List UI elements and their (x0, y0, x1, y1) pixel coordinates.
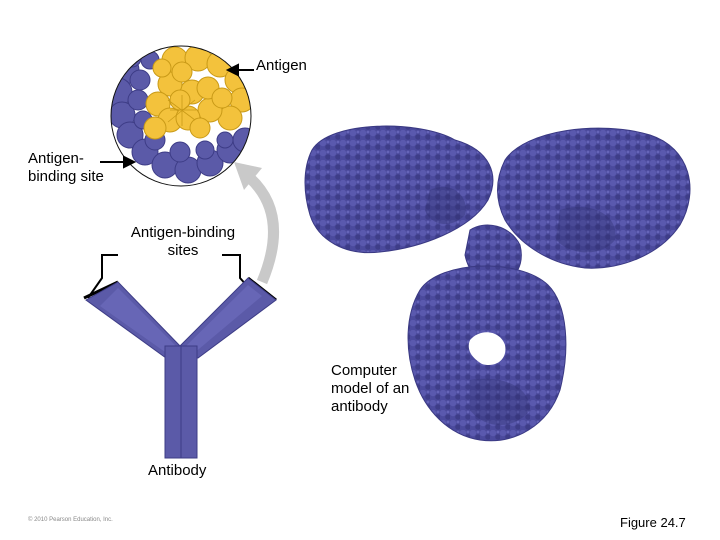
label-computer-model: Computer model of an antibody (331, 362, 410, 415)
computer-model-antibody (304, 125, 691, 442)
model-shadows (425, 186, 616, 425)
copyright-notice: © 2010 Pearson Education, Inc. (28, 517, 113, 523)
antigen-structure-lines (167, 95, 196, 126)
label-antigen-binding-sites: Antigen-binding sites (130, 224, 236, 259)
antigen-binding-zoom-circle (110, 45, 252, 187)
zoom-arrow (234, 162, 279, 285)
figure-number: Figure 24.7 (620, 515, 686, 530)
label-antigen-binding-site: Antigen- binding site (28, 150, 104, 185)
label-antigen: Antigen (256, 57, 307, 74)
antigen-surface (143, 46, 251, 140)
label-antibody: Antibody (148, 462, 207, 479)
leader-lines (100, 63, 254, 169)
antibody-y-shape (85, 277, 277, 459)
model-gaps (468, 332, 506, 366)
